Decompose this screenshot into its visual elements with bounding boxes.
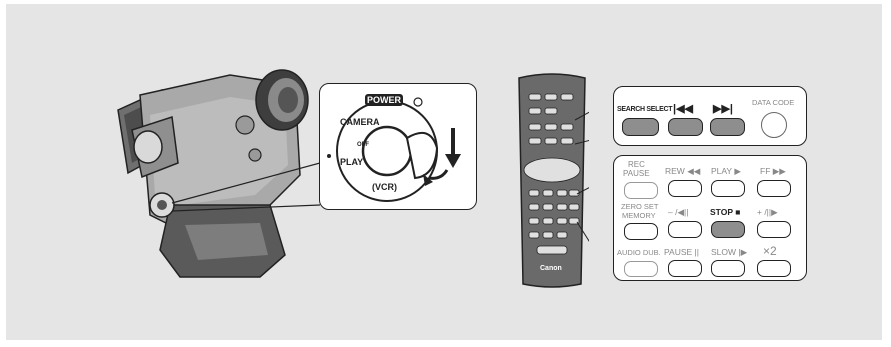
- search-select-button[interactable]: [622, 118, 659, 136]
- stop-button[interactable]: [711, 221, 745, 238]
- skip-forward-button[interactable]: [710, 118, 745, 136]
- data-code-label: DATA CODE: [752, 99, 794, 107]
- pause-button[interactable]: [668, 260, 702, 277]
- slow-back-label: – /◀||: [668, 208, 688, 217]
- skip-back-label: |◀◀: [673, 104, 693, 115]
- stop-label: STOP ■: [710, 208, 740, 217]
- ff-button[interactable]: [757, 180, 791, 197]
- dial-play-label: PLAY: [340, 158, 363, 167]
- ff-label: FF ▶▶: [760, 167, 786, 176]
- dial-camera-label: CAMERA: [340, 118, 380, 127]
- dial-off-label: OFF: [357, 142, 369, 148]
- dial-vcr-label: (VCR): [372, 183, 397, 192]
- search-select-label: SEARCH SELECT: [617, 106, 672, 113]
- rec-pause-label-2: PAUSE: [623, 170, 650, 178]
- remote-brand-label: Canon: [540, 265, 562, 272]
- play-label: PLAY ▶: [711, 167, 741, 176]
- data-code-button[interactable]: [761, 112, 787, 138]
- slow-button[interactable]: [711, 260, 745, 277]
- play-button[interactable]: [711, 180, 745, 197]
- rew-button[interactable]: [668, 180, 702, 197]
- audio-dub-label: AUDIO DUB.: [617, 249, 661, 257]
- audio-dub-button[interactable]: [624, 261, 658, 277]
- x2-button[interactable]: [757, 260, 791, 277]
- remote-control: [515, 72, 589, 288]
- dial-power-label: POWER: [367, 96, 401, 105]
- slow-forward-label: + /||▶: [757, 208, 778, 217]
- rew-label: REW ◀◀: [665, 167, 700, 176]
- zero-set-memory-button[interactable]: [624, 223, 658, 240]
- x2-label: ×2: [763, 245, 777, 257]
- slow-label: SLOW |▶: [711, 248, 747, 257]
- rec-pause-button[interactable]: [624, 182, 658, 199]
- zero-set-label-1: ZERO SET: [621, 203, 659, 211]
- skip-back-button[interactable]: [668, 118, 703, 136]
- zero-set-label-2: MEMORY: [622, 212, 656, 220]
- slow-back-button[interactable]: [668, 221, 702, 238]
- skip-forward-label: ▶▶|: [713, 104, 733, 115]
- pause-label: PAUSE ||: [664, 248, 699, 257]
- slow-forward-button[interactable]: [757, 221, 791, 238]
- rec-pause-label-1: REC: [628, 161, 645, 169]
- camcorder-illustration: [110, 55, 320, 280]
